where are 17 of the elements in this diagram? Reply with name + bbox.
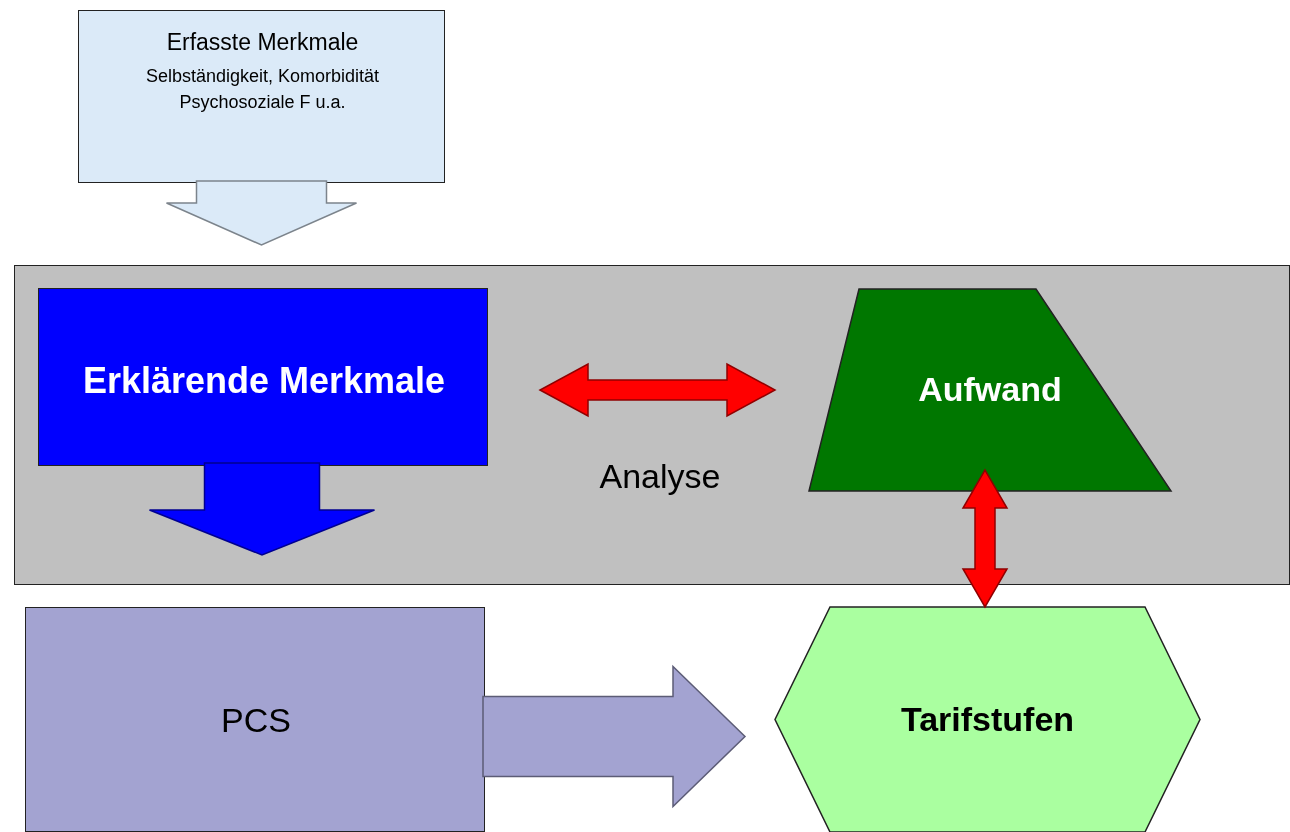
node-label: PCS: [220, 700, 292, 741]
process-box: [38, 288, 488, 466]
node-label: Aufwand: [917, 369, 1063, 410]
node-label: Erklärende Merkmale: [81, 359, 447, 403]
node-body: Selbständigkeit, Komorbidität Psychosoziale F u.a.: [144, 65, 381, 114]
node-label: Tarifstufen: [899, 699, 1076, 740]
callout-box: [78, 10, 445, 183]
process-box: [25, 607, 485, 832]
block-arrow: [538, 362, 777, 418]
trapezoid-shape: [809, 289, 1171, 491]
hexagon-shape: [775, 607, 1200, 832]
node-title: Erfasste Merkmale: [165, 29, 360, 57]
block-arrow: [165, 180, 358, 246]
block-arrow: [482, 664, 747, 809]
analysis-band: [14, 265, 1290, 585]
block-arrow: [961, 468, 1009, 609]
block-arrow: [148, 462, 376, 556]
